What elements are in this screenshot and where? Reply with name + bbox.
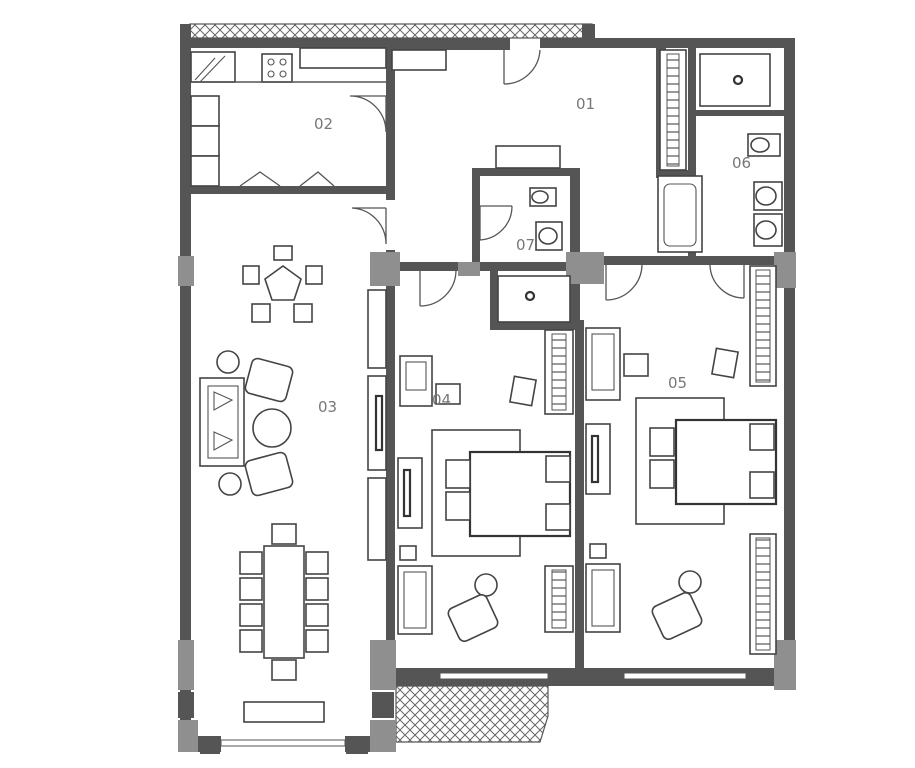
balcony-bottom bbox=[395, 685, 549, 743]
chair-icon bbox=[651, 591, 703, 641]
stove-icon bbox=[261, 53, 293, 83]
dining-table-icon bbox=[263, 545, 305, 659]
bathroom-06 bbox=[605, 53, 783, 301]
chair-icon bbox=[397, 565, 433, 635]
chair-icon bbox=[244, 357, 294, 403]
room-label-04: 04 bbox=[432, 391, 451, 409]
room-label-05: 05 bbox=[668, 374, 687, 392]
bathtub-icon bbox=[657, 175, 703, 253]
chair-icon bbox=[623, 353, 649, 377]
bedroom-04 bbox=[397, 329, 574, 643]
chair-icon bbox=[447, 593, 499, 643]
room-label-07: 07 bbox=[516, 236, 535, 254]
room-label-02: 02 bbox=[314, 115, 333, 133]
room-label-01: 01 bbox=[576, 95, 595, 113]
door-swing-icon bbox=[349, 95, 387, 133]
bathroom-07 bbox=[419, 187, 571, 323]
room-labels: 01 02 03 04 05 06 07 bbox=[314, 95, 751, 416]
chair-icon bbox=[585, 563, 621, 633]
room-label-06: 06 bbox=[732, 154, 751, 172]
kitchen bbox=[190, 47, 447, 187]
sofa-icon bbox=[199, 377, 245, 467]
chair-icon bbox=[244, 451, 294, 497]
balcony-top bbox=[189, 23, 593, 39]
walls bbox=[178, 24, 796, 754]
hall bbox=[351, 49, 687, 245]
chair-icon bbox=[435, 383, 461, 405]
living-room bbox=[199, 245, 387, 723]
door-swing-icon bbox=[503, 49, 541, 85]
bedroom-05 bbox=[585, 265, 778, 655]
round-table-icon bbox=[264, 265, 302, 301]
room-label-03: 03 bbox=[318, 398, 337, 416]
